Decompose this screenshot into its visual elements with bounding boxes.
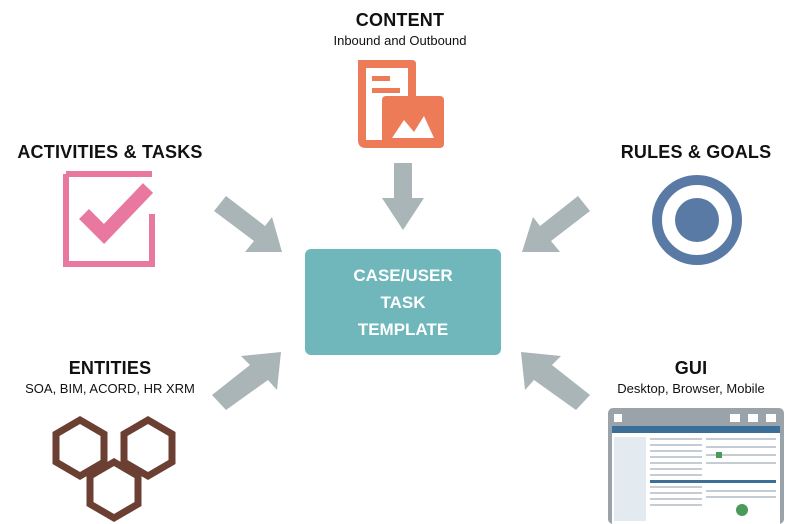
rules-title: RULES & GOALS	[620, 142, 772, 162]
target-icon	[652, 175, 742, 265]
gui-title: GUI	[674, 358, 708, 378]
content-label: CONTENT Inbound and Outbound	[300, 10, 500, 48]
content-subtitle: Inbound and Outbound	[333, 33, 467, 48]
arrow-from-gui	[521, 352, 590, 410]
arrow-from-entities	[212, 352, 281, 410]
gui-label: GUI Desktop, Browser, Mobile	[590, 358, 792, 396]
checkbox-check-icon	[63, 171, 155, 267]
document-image-icon	[358, 60, 444, 148]
arrow-from-content	[382, 163, 424, 230]
activities-label: ACTIVITIES & TASKS	[0, 142, 220, 163]
center-line-1: CASE/USER	[353, 265, 453, 285]
entities-label: ENTITIES SOA, BIM, ACORD, HR XRM	[10, 358, 210, 396]
content-title: CONTENT	[355, 10, 445, 30]
activities-title: ACTIVITIES & TASKS	[17, 142, 203, 162]
rules-label: RULES & GOALS	[600, 142, 792, 163]
center-line-3: TEMPLATE	[357, 319, 449, 339]
entities-title: ENTITIES	[68, 358, 152, 378]
app-window-icon	[608, 408, 784, 524]
case-template-box: CASE/USER TASK TEMPLATE	[305, 249, 501, 355]
gui-subtitle: Desktop, Browser, Mobile	[617, 381, 765, 396]
arrow-from-rules	[522, 196, 590, 252]
center-line-2: TASK	[380, 292, 426, 312]
arrows	[212, 163, 590, 410]
entities-subtitle: SOA, BIM, ACORD, HR XRM	[25, 381, 195, 396]
arrow-from-activities	[214, 196, 282, 252]
hexagons-icon	[52, 415, 176, 523]
